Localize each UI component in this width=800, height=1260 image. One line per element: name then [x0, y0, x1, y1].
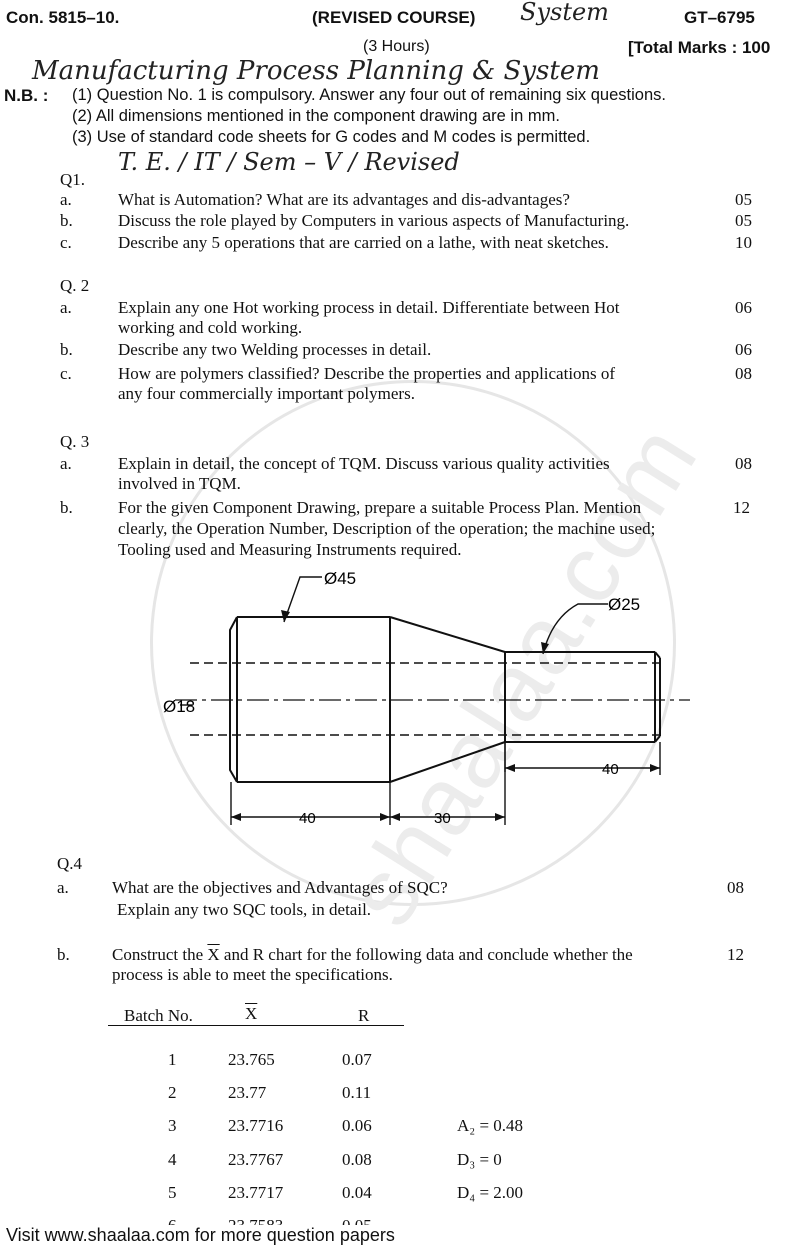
q1b-marks: 05	[735, 211, 752, 230]
table-cell-xbar: 23.7717	[228, 1183, 284, 1202]
q3a-marks: 08	[735, 454, 752, 473]
table-cell-xbar: 23.7716	[228, 1116, 284, 1135]
q2b-text: Describe any two Welding processes in de…	[118, 340, 432, 359]
q3b-text: For the given Component Drawing, prepare…	[118, 498, 642, 517]
dim-diameter-25: Ø25	[608, 595, 640, 614]
q1a-text: What is Automation? What are its advanta…	[118, 190, 570, 209]
table-row: 3	[168, 1116, 177, 1135]
q3b-text-2: clearly, the Operation Number, Descripti…	[118, 519, 656, 538]
total-marks: [Total Marks : 100	[628, 38, 771, 57]
component-drawing: Ø45 Ø25 Ø18 40 30 40	[163, 569, 690, 827]
handwritten-class: T. E. / IT / Sem – V / Revised	[118, 148, 460, 176]
dim-diameter-45: Ø45	[324, 569, 356, 588]
q4b-text: Construct the X and R chart for the foll…	[112, 945, 633, 964]
q3b-text-3: Tooling used and Measuring Instruments r…	[118, 540, 462, 559]
dim-length-40-left: 40	[299, 810, 316, 827]
table-cell-r: 0.07	[342, 1050, 372, 1069]
q3a-letter: a.	[60, 454, 72, 473]
nb-line-3: (3) Use of standard code sheets for G co…	[72, 128, 591, 146]
dim-length-40-right: 40	[602, 761, 619, 778]
q2c-text-2: any four commercially important polymers…	[118, 384, 415, 403]
q3a-text-2: involved in TQM.	[118, 474, 241, 493]
table-header-r: R	[358, 1006, 370, 1025]
table-row: 4	[168, 1150, 177, 1169]
table-cell-xbar: 23.765	[228, 1050, 275, 1069]
q4a-text: What are the objectives and Advantages o…	[112, 878, 448, 897]
q2c-letter: c.	[60, 364, 72, 383]
table-row: 5	[168, 1183, 177, 1202]
constant-a2: A₂ = 0.48	[457, 1116, 524, 1135]
constant-d4: D₄ = 2.00	[457, 1183, 524, 1202]
q3b-letter: b.	[60, 498, 73, 517]
q4a-letter: a.	[57, 878, 69, 897]
footer-link[interactable]: Visit www.shaalaa.com for more question …	[6, 1225, 399, 1246]
q1c-letter: c.	[60, 233, 72, 252]
table-cell-xbar: 23.77	[228, 1083, 267, 1102]
q4b-text-2: process is able to meet the specificatio…	[112, 965, 393, 984]
q2b-letter: b.	[60, 340, 73, 359]
q1a-letter: a.	[60, 190, 72, 209]
table-cell-r: 0.08	[342, 1150, 372, 1169]
duration: (3 Hours)	[363, 38, 430, 55]
q1b-text: Discuss the role played by Computers in …	[118, 211, 630, 230]
constant-d3: D₃ = 0	[457, 1150, 502, 1169]
q1-label: Q1.	[60, 170, 86, 189]
handwritten-system: System	[520, 0, 609, 26]
q4b-marks: 12	[727, 945, 744, 964]
table-cell-r: 0.11	[342, 1083, 372, 1102]
q2c-text: How are polymers classified? Describe th…	[118, 364, 616, 383]
q4b-letter: b.	[57, 945, 70, 964]
q2c-marks: 08	[735, 364, 752, 383]
table-cell-xbar: 23.7767	[228, 1150, 284, 1169]
course-type: (REVISED COURSE)	[312, 8, 476, 27]
nb-line-2: (2) All dimensions mentioned in the comp…	[72, 107, 560, 125]
q4-label: Q.4	[57, 854, 83, 873]
table-cell-r: 0.06	[342, 1116, 372, 1135]
exam-code: Con. 5815–10.	[6, 8, 120, 27]
q1b-letter: b.	[60, 211, 73, 230]
q3a-text: Explain in detail, the concept of TQM. D…	[118, 454, 610, 473]
handwritten-subject: Manufacturing Process Planning & System	[32, 56, 600, 86]
table-row: 2	[168, 1083, 177, 1102]
q2a-text-2: working and cold working.	[118, 318, 303, 337]
nb-label: N.B. :	[4, 86, 49, 105]
dim-length-30: 30	[434, 810, 451, 827]
q2-label: Q. 2	[60, 276, 90, 295]
q1a-marks: 05	[735, 190, 752, 209]
table-row: 1	[168, 1050, 177, 1069]
q4a-text-2: Explain any two SQC tools, in detail.	[117, 900, 372, 919]
q1c-text: Describe any 5 operations that are carri…	[118, 233, 609, 252]
table-cell-r: 0.04	[342, 1183, 372, 1202]
table-header-xbar: X	[245, 1004, 258, 1023]
q2a-marks: 06	[735, 298, 752, 317]
table-header-batch: Batch No.	[124, 1006, 193, 1025]
q2a-letter: a.	[60, 298, 72, 317]
dim-diameter-18: Ø18	[163, 697, 195, 716]
table-header-rule	[108, 1025, 404, 1026]
q2b-marks: 06	[735, 340, 752, 359]
paper-code: GT–6795	[684, 8, 755, 27]
nb-line-1: (1) Question No. 1 is compulsory. Answer…	[72, 86, 666, 104]
q2a-text: Explain any one Hot working process in d…	[118, 298, 620, 317]
q3-label: Q. 3	[60, 432, 90, 451]
watermark-circle	[150, 380, 676, 906]
q3b-marks: 12	[733, 498, 750, 517]
q1c-marks: 10	[735, 233, 752, 252]
q4a-marks: 08	[727, 878, 744, 897]
